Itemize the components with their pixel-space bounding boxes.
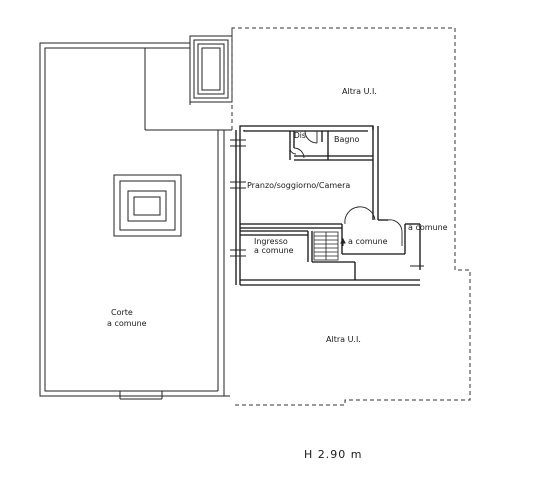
room-label-bagno: Bagno [334,135,360,144]
room-label-altra-north: Altra U.I. [342,87,377,96]
well-symbol [113,174,182,237]
unit-walls [235,125,421,286]
room-label-right-comune: a comune [408,223,448,232]
room-label-corte-sub: a comune [107,319,147,328]
ceiling-height-label: H 2.90 m [304,448,362,461]
courtyard-outline [39,42,232,400]
room-label-ingresso-sub: a comune [254,246,294,255]
room-label-dis: Dis. [294,131,308,140]
room-label-corridor-comune: a comune [348,237,388,246]
direction-arrow [340,237,346,246]
corte-steps [189,35,233,103]
window-marks [230,139,424,267]
room-label-altra-south: Altra U.I. [326,335,361,344]
room-label-ingresso: Ingresso [254,237,288,246]
unit-outer-dashed [231,27,471,406]
room-label-corte: Corte [111,308,133,317]
door-swings [289,130,403,246]
stair-treads [313,231,339,261]
room-label-pranzo: Pranzo/soggiorno/Camera [247,181,350,190]
